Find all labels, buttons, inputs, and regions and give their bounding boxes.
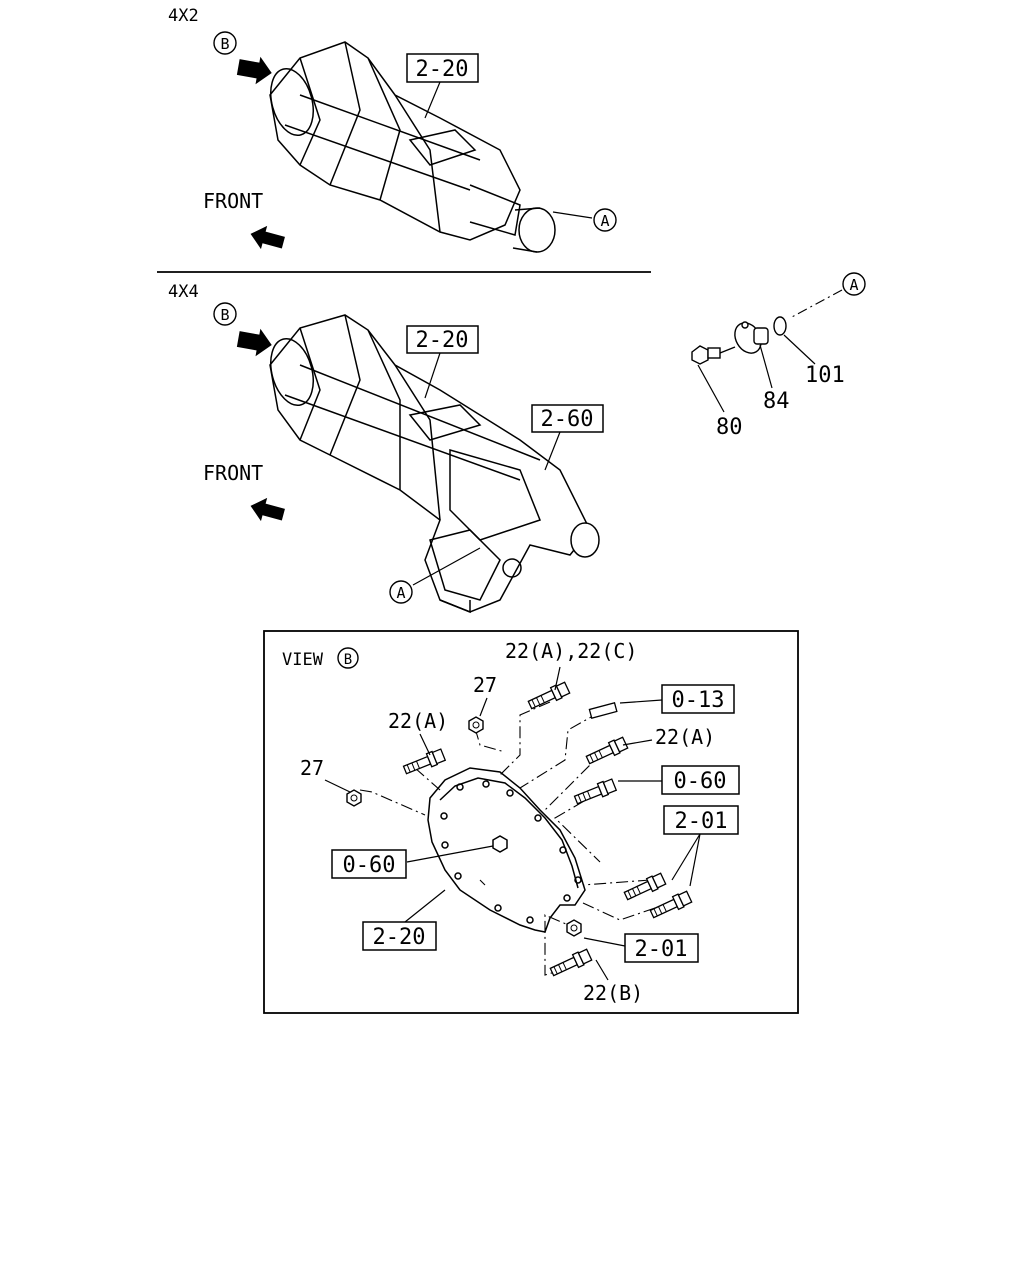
- box-2-01-right: [663, 805, 739, 835]
- box-2-01-bottom: [624, 933, 699, 963]
- box-2-01-bottom-label: 2-01: [635, 937, 688, 962]
- flange-84: [734, 321, 769, 354]
- part-box-2-20-mid: [406, 325, 479, 354]
- ref-a-marker-detail-letter: A: [849, 276, 858, 294]
- box-0-13-label: 0-13: [672, 688, 725, 713]
- view-direction-arrow: [236, 56, 272, 85]
- view-b-title-prefix: VIEW: [282, 650, 324, 670]
- section-4x4: 4X4 B FRONT 2-20 2-60: [168, 282, 604, 614]
- ref-a-marker-mid-letter: A: [396, 584, 405, 602]
- section-4x2: 4X2 B FRONT 2-20 A: [168, 6, 617, 253]
- bolt-80: [691, 345, 736, 365]
- part-box-2-60-label: 2-60: [541, 407, 594, 432]
- part-box-2-20-top: [406, 53, 479, 83]
- leader-84: [759, 344, 773, 389]
- leader-2-20-mid: [424, 352, 441, 399]
- leader-a-detail: [789, 289, 843, 319]
- front-label: FRONT: [203, 189, 263, 213]
- nut-27-top: [468, 716, 484, 734]
- label-22a-22c: 22(A),22(C): [505, 639, 637, 663]
- leader-80: [697, 364, 725, 413]
- view-b-marker-letter-4x4: B: [220, 306, 229, 324]
- view-direction-arrow-4x4: [236, 328, 272, 357]
- leader-101: [783, 334, 816, 365]
- view-b-marker-circle-4x4: [213, 302, 237, 326]
- box-2-20-label: 2-20: [373, 925, 426, 950]
- o-ring-101: [773, 316, 787, 336]
- box-0-13: [661, 684, 735, 714]
- part-box-2-20-mid-label: 2-20: [416, 328, 469, 353]
- detail-a: A 80 84 101: [691, 272, 866, 440]
- section-title-4x2: 4X2: [168, 6, 199, 26]
- box-0-60-left: [331, 849, 407, 879]
- front-arrow: [250, 225, 285, 250]
- box-2-20: [362, 921, 437, 951]
- part-label-101: 101: [805, 363, 845, 388]
- leader-a-top: [552, 211, 593, 219]
- leader-2-60: [544, 431, 561, 471]
- transmission-4x4-illustration: [269, 314, 600, 614]
- transmission-4x2-illustration: [269, 41, 556, 253]
- leader-a-mid: [412, 547, 481, 586]
- ref-a-marker-mid: [389, 580, 413, 604]
- pin-0-13: [588, 701, 618, 719]
- leader-2-20-top: [424, 81, 441, 119]
- part-label-80: 80: [716, 415, 743, 440]
- view-b-marker-letter: B: [220, 35, 229, 53]
- section-title-4x4: 4X4: [168, 282, 199, 302]
- label-22a-left: 22(A): [388, 709, 448, 733]
- view-b-title-marker: B: [344, 652, 352, 668]
- ref-a-marker-detail: [842, 272, 866, 296]
- box-0-60-right-label: 0-60: [674, 769, 727, 794]
- label-22a-right: 22(A): [655, 725, 715, 749]
- view-b-marker-circle: [213, 31, 237, 55]
- cover-plate: [427, 767, 586, 933]
- view-b-panel: VIEW B: [263, 630, 799, 1014]
- box-0-60-left-label: 0-60: [343, 853, 396, 878]
- view-b-title-marker-circle: [337, 647, 359, 669]
- box-2-01-right-label: 2-01: [675, 809, 728, 834]
- part-box-2-60: [531, 404, 604, 433]
- front-arrow-4x4: [250, 497, 285, 522]
- ref-a-marker-top: [593, 208, 617, 232]
- ref-a-marker-top-letter: A: [600, 212, 609, 230]
- assembly-leaders: [359, 701, 656, 976]
- label-leaders: [324, 666, 701, 981]
- nut-2-01: [566, 919, 582, 937]
- label-22b: 22(B): [583, 981, 643, 1005]
- box-0-60-right: [661, 765, 740, 795]
- label-27-left: 27: [300, 756, 324, 780]
- label-27-top: 27: [473, 673, 497, 697]
- part-box-2-20-top-label: 2-20: [416, 57, 469, 82]
- nut-27-left: [346, 789, 362, 807]
- part-label-84: 84: [763, 389, 790, 414]
- front-label-4x4: FRONT: [203, 461, 263, 485]
